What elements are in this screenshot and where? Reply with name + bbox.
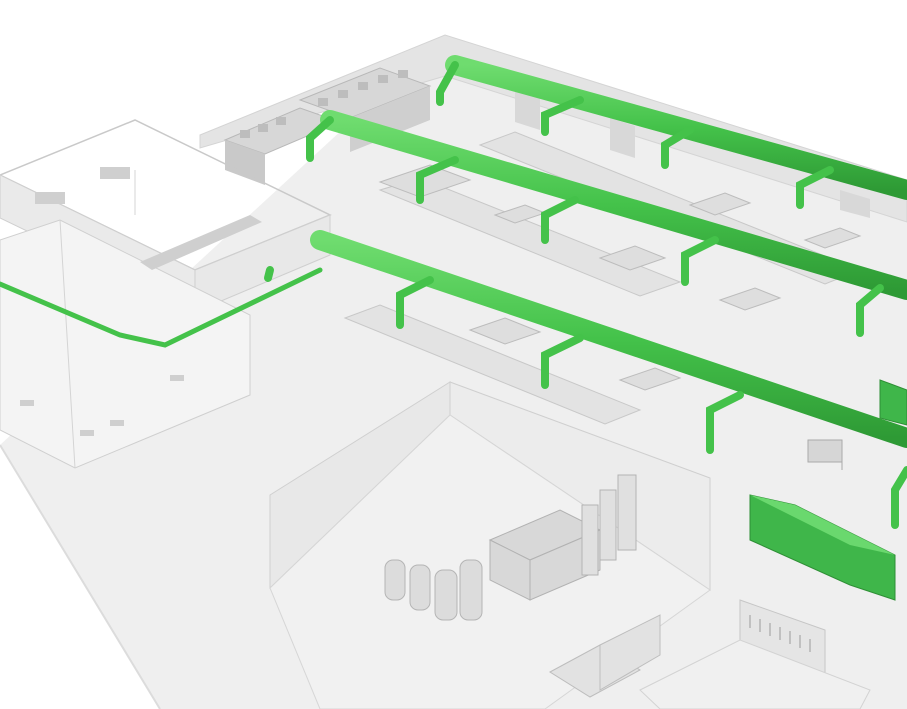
- hvac-units: [749, 379, 907, 601]
- plant-tanks: [384, 559, 483, 621]
- wall-pillar-1: [515, 90, 540, 130]
- tool-workshop-floor: [639, 639, 871, 709]
- duct-main-2: [320, 110, 907, 300]
- production-line-2: [343, 304, 642, 425]
- electrical-cabinets: [549, 614, 661, 698]
- machine-cell: [688, 192, 752, 216]
- office-desks: [20, 167, 262, 436]
- duct-main-3: [310, 230, 907, 448]
- air-handler-icon: [879, 379, 907, 426]
- machine-cell: [378, 164, 472, 198]
- office-partition-1: [59, 219, 76, 469]
- tool-wall-icon: [749, 615, 811, 652]
- rack-boxes: [240, 70, 408, 138]
- wall-pillar-2: [610, 118, 635, 158]
- machine-cell: [718, 287, 782, 311]
- plant-room: [269, 381, 711, 709]
- machine-cells: [378, 164, 862, 391]
- air-handler-icon: [749, 494, 896, 601]
- duct-drops: [264, 61, 907, 529]
- machine-cell: [618, 367, 682, 391]
- machine-cell: [468, 317, 542, 345]
- office-module: [0, 119, 332, 469]
- ventilation-ducts: [0, 55, 907, 529]
- floor-edge: [0, 444, 161, 709]
- rack-block-1-front: [225, 140, 265, 185]
- machine-cell: [803, 227, 862, 249]
- forklift: [807, 439, 843, 470]
- machine-cell: [598, 245, 667, 271]
- duct-office: [0, 267, 323, 348]
- stacks: [581, 474, 637, 576]
- wall-pillar-3: [840, 190, 870, 218]
- tool-workshop: [639, 599, 871, 709]
